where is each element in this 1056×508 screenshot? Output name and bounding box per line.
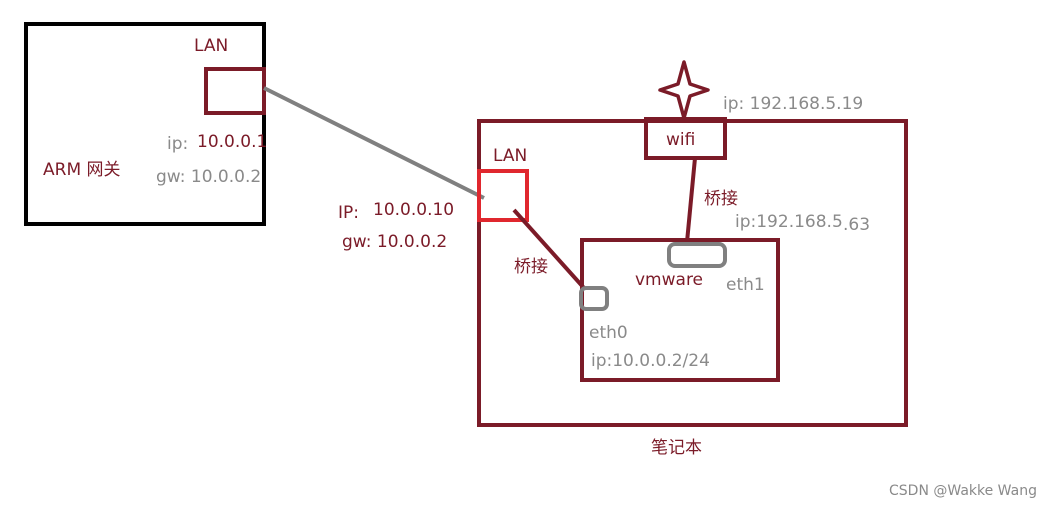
wifi-ip: ip: 192.168.5.19 bbox=[723, 94, 864, 114]
link-ip-value: 10.0.0.10 bbox=[373, 200, 455, 220]
bridge-line-lan bbox=[512, 208, 586, 290]
arm-gateway-name: ARM 网关 bbox=[43, 160, 121, 180]
link-ip-key: IP: bbox=[338, 203, 359, 223]
eth0-ip: ip:10.0.0.2/24 bbox=[591, 351, 710, 371]
eth0-port bbox=[579, 286, 609, 311]
arm-ip-value: 10.0.0.1 bbox=[197, 132, 268, 152]
arm-gateway-box bbox=[24, 22, 266, 226]
vmware-label: vmware bbox=[635, 270, 704, 290]
bridge-label-wifi: 桥接 bbox=[704, 189, 738, 209]
arm-lan-port bbox=[204, 67, 266, 115]
lan-cable bbox=[263, 86, 485, 200]
vm-eth1-ip-b: .63 bbox=[843, 215, 871, 235]
bridge-line-wifi bbox=[685, 157, 697, 243]
vmware-box bbox=[580, 238, 780, 382]
wifi-port bbox=[644, 117, 727, 160]
laptop-name: 笔记本 bbox=[651, 438, 702, 458]
eth1-label: eth1 bbox=[726, 275, 765, 295]
laptop-lan-label: LAN bbox=[493, 146, 528, 166]
wifi-label: wifi bbox=[666, 130, 696, 150]
eth1-port bbox=[667, 242, 727, 268]
wifi-star-icon bbox=[658, 60, 710, 120]
arm-lan-label: LAN bbox=[194, 36, 229, 56]
arm-ip-key: ip: bbox=[167, 134, 189, 154]
vm-eth1-ip-a: ip:192.168.5 bbox=[735, 212, 843, 232]
bridge-label-lan: 桥接 bbox=[514, 257, 548, 277]
watermark: CSDN @Wakke Wang bbox=[889, 483, 1037, 499]
eth0-label: eth0 bbox=[589, 323, 628, 343]
link-gw: gw: 10.0.0.2 bbox=[342, 232, 448, 252]
laptop-lan-port bbox=[477, 169, 529, 222]
arm-gw: gw: 10.0.0.2 bbox=[156, 167, 262, 187]
